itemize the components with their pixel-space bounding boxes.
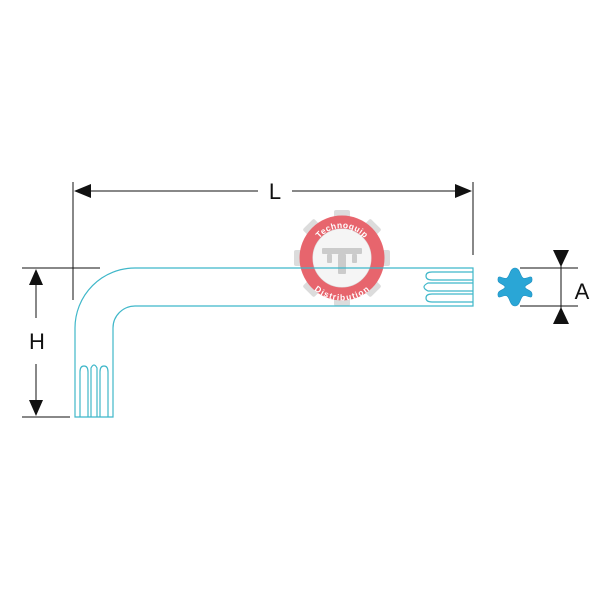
technoquip-watermark-logo: Technoquip Distribution: [294, 210, 390, 306]
torx-l-key: [74, 267, 474, 418]
dimension-arrowheads: [29, 184, 569, 416]
watermark-red-ring: [299, 215, 385, 301]
dimension-label-l: L: [269, 179, 281, 204]
long-arm-flutes: [423, 271, 473, 303]
watermark-t-logo-icon: [322, 248, 362, 274]
torx-star-profile-icon: [497, 267, 533, 307]
dimension-label-h: H: [29, 329, 45, 354]
dimension-lines: [22, 182, 578, 418]
key-outline: [74, 267, 474, 418]
short-arm-flutes: [79, 364, 109, 417]
dimension-label-a: A: [575, 279, 590, 304]
